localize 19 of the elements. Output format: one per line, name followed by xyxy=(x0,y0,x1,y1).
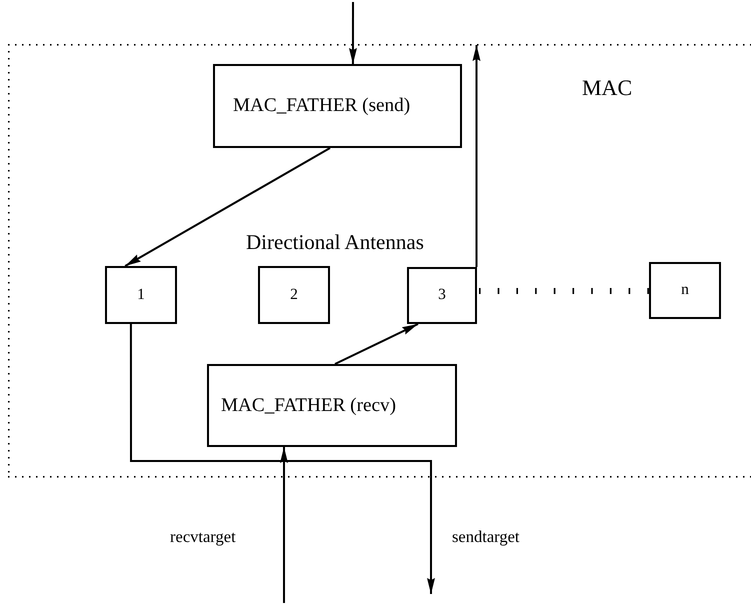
antenna-box xyxy=(105,266,177,324)
arrow xyxy=(130,324,435,594)
module-title: MAC xyxy=(582,75,632,102)
box-label: MAC_FATHER (send) xyxy=(233,94,410,118)
arrow xyxy=(280,447,288,603)
box-label: 3 xyxy=(438,286,446,305)
antenna-box xyxy=(649,262,721,319)
antenna-box xyxy=(407,267,477,324)
process-box xyxy=(213,64,462,148)
box-label: 2 xyxy=(290,286,298,304)
arrow xyxy=(472,45,480,267)
box-label: n xyxy=(681,281,689,300)
arrow xyxy=(334,323,418,365)
antenna-box xyxy=(258,266,330,324)
box-label: MAC_FATHER (recv) xyxy=(221,394,396,418)
box-label: 1 xyxy=(137,286,145,304)
arrow xyxy=(124,147,331,267)
process-box xyxy=(207,364,457,447)
arrow xyxy=(348,2,357,64)
